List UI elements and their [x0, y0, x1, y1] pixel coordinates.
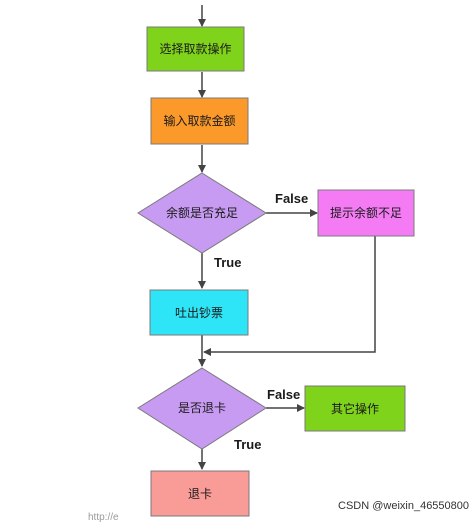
node-dispense: 吐出钞票	[149, 289, 249, 336]
dispense-box	[149, 289, 249, 336]
exit-false-label: False	[267, 387, 300, 402]
input-amount-label: 输入取款金额	[163, 113, 235, 128]
insufficient-box	[317, 189, 415, 237]
eject-card-box	[150, 470, 250, 517]
other-ops-box	[304, 385, 406, 432]
url-fragment: http://e	[88, 512, 119, 523]
exit-check-label: 是否退卡	[178, 401, 226, 415]
exit-true-label: True	[234, 437, 261, 452]
other-ops-label: 其它操作	[331, 401, 379, 416]
watermark: CSDN @weixin_46550800	[338, 500, 470, 512]
balance-false-label: False	[275, 191, 308, 206]
select-withdraw-label: 选择取款操作	[159, 41, 231, 56]
edge-insufficient-to-merge	[203, 236, 376, 356]
dispense-label: 吐出钞票	[175, 305, 223, 320]
node-other-ops: 其它操作	[304, 385, 406, 432]
node-eject-card: 退卡	[150, 470, 250, 517]
insufficient-label: 提示余额不足	[330, 205, 402, 220]
balance-check-label: 余额是否充足	[166, 205, 238, 220]
node-balance-check: 余额是否充足	[137, 172, 267, 254]
node-select-withdraw: 选择取款操作	[146, 26, 245, 72]
node-insufficient: 提示余额不足	[317, 189, 415, 237]
select-withdraw-box	[146, 26, 245, 72]
node-exit-check: 是否退卡	[137, 367, 267, 450]
exit-check-diamond	[137, 367, 267, 450]
eject-card-label: 退卡	[188, 487, 212, 501]
balance-check-diamond	[137, 172, 267, 254]
node-input-amount: 输入取款金额	[150, 97, 249, 145]
input-amount-box	[150, 97, 249, 145]
balance-true-label: True	[214, 255, 241, 270]
edges	[198, 5, 376, 470]
